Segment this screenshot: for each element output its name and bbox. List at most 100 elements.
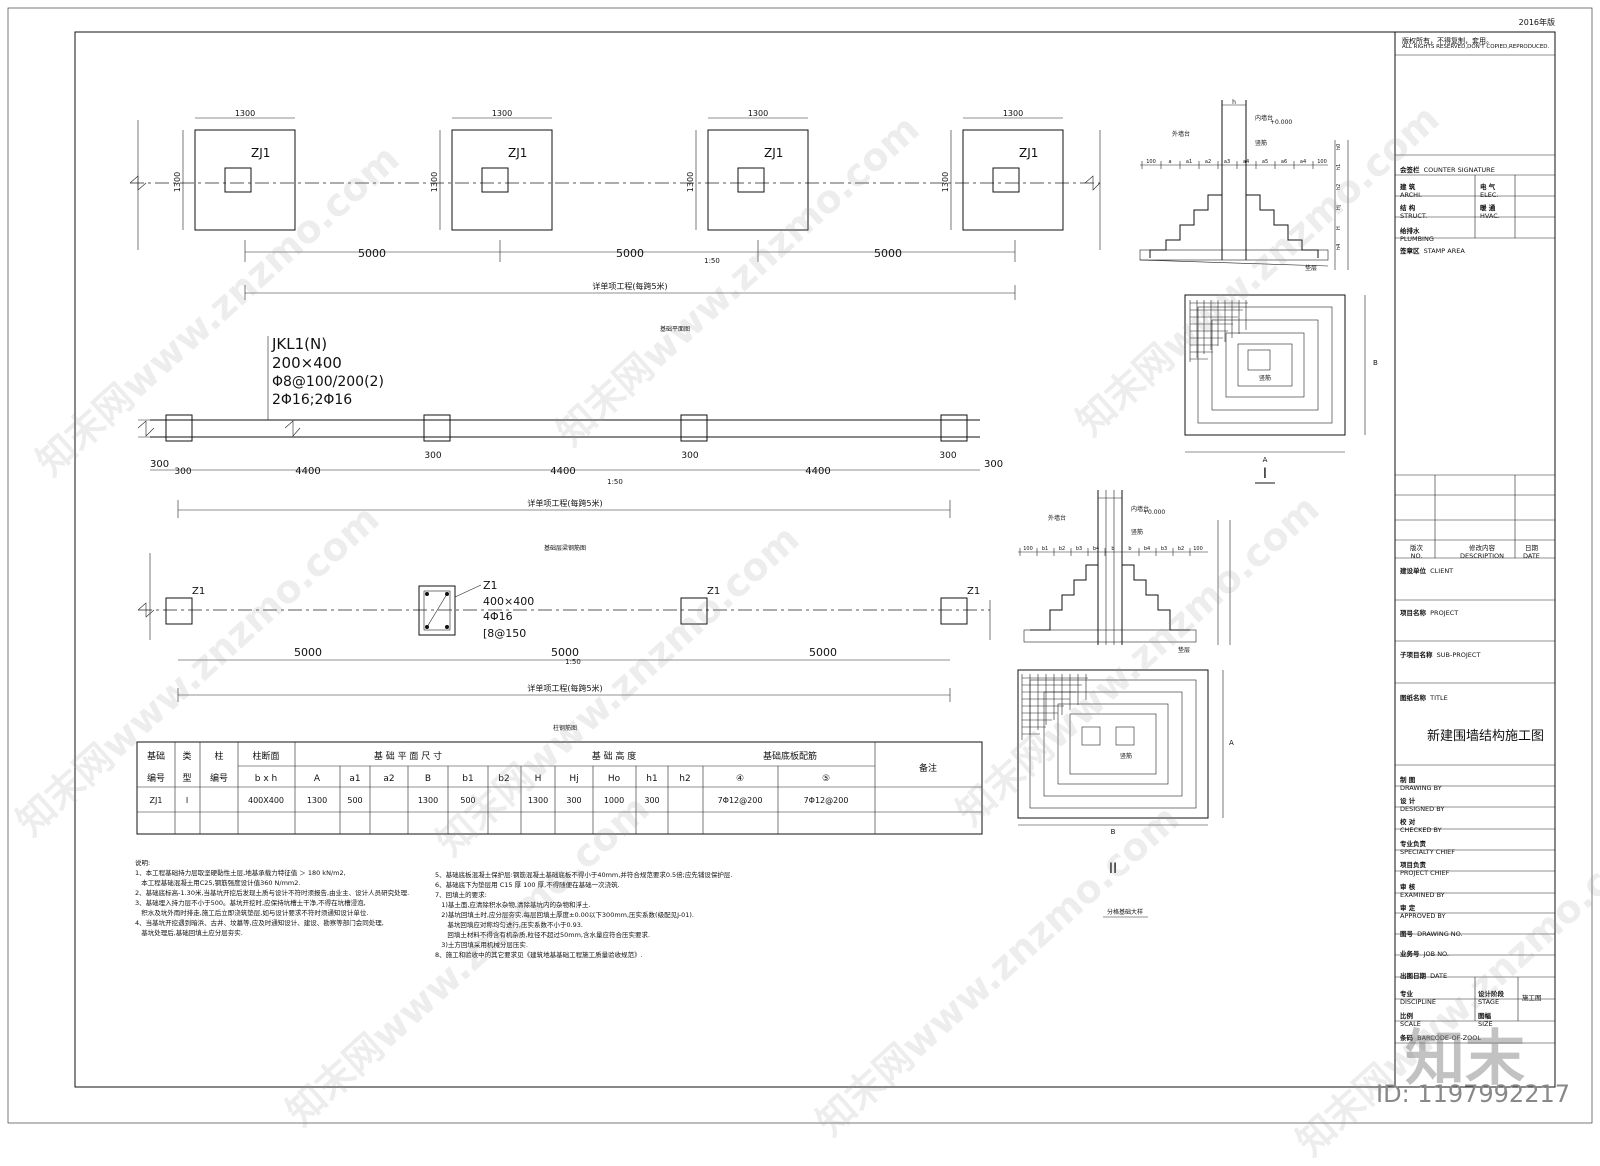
rebar-dot <box>445 592 449 596</box>
tb-project: 项目名称 PROJECT <box>1400 609 1459 617</box>
footing-plan-outer <box>1184 294 1346 436</box>
drawing-title: 新建围墙结构施工图 <box>1427 729 1545 744</box>
break-mark-left <box>137 420 155 437</box>
side-dim-label: h2 <box>1336 184 1342 190</box>
column-label: Z1 <box>192 586 205 597</box>
column-square <box>992 167 1020 193</box>
beam-stirrup: Φ8@100/200(2) <box>272 374 384 390</box>
label-inner: 内墙台 <box>1131 505 1149 513</box>
dim-height: 1300 <box>686 172 695 192</box>
dim-label: 100 <box>1193 546 1203 552</box>
tb-date-out: 出图日期 DATE <box>1400 972 1448 980</box>
footing-label: ZJ1 <box>508 146 527 160</box>
footing-label: ZJ1 <box>1019 146 1038 160</box>
beam-span: 4400 <box>295 466 320 477</box>
table-data-cell: 1000 <box>604 796 624 805</box>
dim-h: h <box>1232 99 1236 106</box>
table-frame <box>136 741 983 835</box>
dim-height: 1300 <box>941 172 950 192</box>
tb-stamp-area: 签章区 STAMP AREA <box>1400 247 1465 255</box>
dim-label: b2 <box>1178 546 1184 552</box>
table-data-cell: 500 <box>460 796 475 805</box>
dim-height: 1300 <box>430 172 439 192</box>
break-mark-right <box>1084 175 1101 191</box>
id-label: ID: 1197992217 <box>1376 1080 1570 1108</box>
beam-name: JKL1(N) <box>271 335 327 353</box>
dim-width: 1300 <box>1003 109 1023 118</box>
range-note: 详单项工程(每跨5米) <box>527 683 602 693</box>
footing-step <box>1211 319 1319 411</box>
title-block <box>1394 32 1556 1087</box>
beam-plan: JKL1(N) 200×400 Φ8@100/200(2) 2Φ16;2Φ16 … <box>137 335 1003 552</box>
beam-size: 200×400 <box>272 354 342 372</box>
pad-line <box>1139 259 1329 267</box>
dim-label: a4 <box>1243 159 1249 165</box>
footing-label: ZJ1 <box>251 146 270 160</box>
end-dim: 300 <box>939 451 956 461</box>
dim-label: a4 <box>1300 159 1306 165</box>
axis-b: B <box>1373 359 1378 367</box>
label-outer: 外墙台 <box>1172 130 1190 138</box>
tb-title-label: 图纸名称 TITLE <box>1400 694 1448 702</box>
beam-column-box <box>680 414 708 442</box>
span-label: 5000 <box>294 646 322 659</box>
outer-frame <box>7 7 1593 1124</box>
column-square <box>737 167 765 193</box>
beam-bars: 2Φ16;2Φ16 <box>272 392 352 408</box>
end-dim: 300 <box>984 459 1003 470</box>
table-subheader-cell: Hj <box>569 774 578 784</box>
tb-drawing-no: 图号 DRAWING NO. <box>1400 930 1463 938</box>
elevation: +0.000 <box>1270 119 1292 126</box>
beam-span: 4400 <box>550 466 575 477</box>
table-header-cell: 基 础 高 度 <box>592 750 637 762</box>
table-header-cell: 基 础 平 面 尺 寸 <box>374 750 442 762</box>
dim-width: 1300 <box>492 109 512 118</box>
label-pad: 垫层 <box>1178 646 1190 654</box>
column-box <box>680 597 708 625</box>
table-subheader-cell: ④ <box>736 774 744 784</box>
footing-step <box>1029 679 1197 809</box>
tb-sub-project: 子项目名称 SUB-PROJECT <box>1400 651 1481 659</box>
label-inner: 内墙台 <box>1255 114 1273 122</box>
label-mark: 竖筋 <box>1255 139 1267 147</box>
column-in-plan <box>1081 726 1101 746</box>
column-square <box>224 167 252 193</box>
span-label: 5000 <box>358 247 386 260</box>
footing-plan-outer <box>1017 669 1209 819</box>
footing-step <box>1043 691 1183 797</box>
step-profile-right <box>1246 194 1319 258</box>
tb-stage-value: 施工图 <box>1522 994 1542 1002</box>
column-bars: 4Φ16 <box>483 610 513 623</box>
span-label: 5000 <box>551 646 579 659</box>
column-stirrup: [8@150 <box>483 627 526 640</box>
tb-job-no: 业务号 JOB NO. <box>1400 950 1449 958</box>
table-subheader-cell: a1 <box>349 774 360 784</box>
end-dim: 300 <box>424 451 441 461</box>
end-dim: 300 <box>150 459 169 470</box>
scale-label: 1:50 <box>607 478 623 486</box>
dim-label: b3 <box>1076 546 1082 552</box>
column-title: 柱钢筋图 <box>553 724 577 732</box>
table-subheader-cell: h2 <box>679 774 690 784</box>
table-data-cell: 300 <box>566 796 581 805</box>
table-subheader-cell: h1 <box>646 774 657 784</box>
dim-label: b4 <box>1093 546 1099 552</box>
dim-label: 100 <box>1023 546 1033 552</box>
label-pad: 垫层 <box>1305 264 1317 272</box>
table-data-cell: 500 <box>347 796 362 805</box>
table-subheader-cell: b x h <box>255 774 277 784</box>
footing-outline <box>962 129 1064 231</box>
detail-title: 分格基础大样 <box>1107 908 1143 916</box>
dim-width: 1300 <box>748 109 768 118</box>
dim-label: b1 <box>1042 546 1048 552</box>
footing-step <box>1197 306 1333 424</box>
dim-label: a5 <box>1262 159 1268 165</box>
